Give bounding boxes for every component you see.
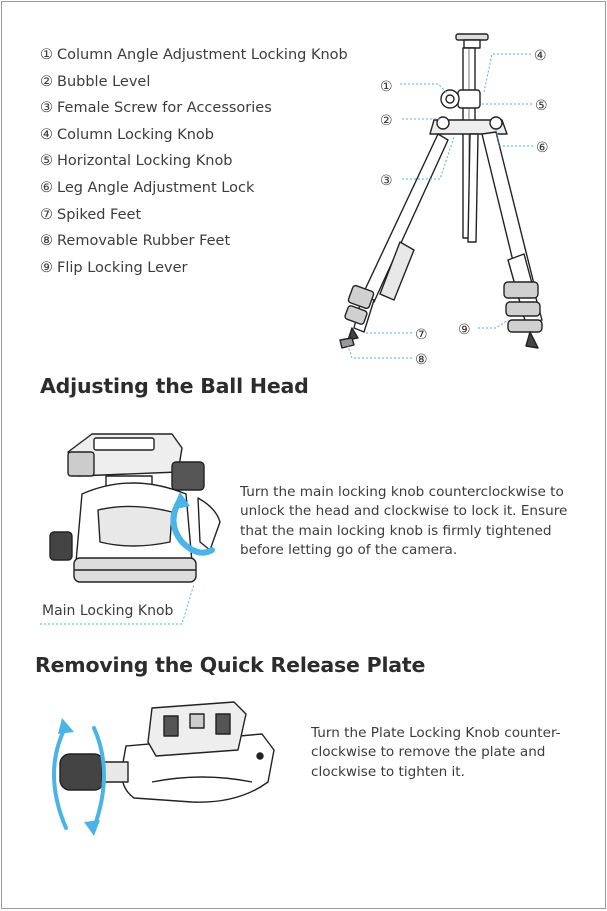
part-label: Leg Angle Adjustment Lock [57,179,255,196]
part-number: ⑥ [40,179,53,196]
part-number: ⑤ [40,153,53,170]
part-label: Flip Locking Lever [57,259,188,276]
part-number: ① [40,47,53,63]
tripod-diagram: ① ② ③ ④ ⑤ ⑥ ⑦ ⑧ ⑨ [339,33,549,368]
callout-1: ① [380,79,393,95]
callout-7: ⑦ [415,327,428,343]
ball-head-illustration [40,433,221,625]
quick-release-instructions: Turn the Plate Locking Knob counter-cloc… [311,725,561,780]
part-number: ⑧ [40,233,53,250]
part-label: Female Screw for Accessories [57,100,272,117]
ball-head-instructions: Turn the main locking knob counterclockw… [240,484,568,559]
ball-head-heading: Adjusting the Ball Head [40,374,309,398]
callout-6: ⑥ [536,140,549,156]
part-number: ⑨ [40,259,53,276]
part-number: ② [40,73,53,90]
callout-4: ④ [534,48,547,64]
quick-release-heading: Removing the Quick Release Plate [35,653,426,677]
part-label: Spiked Feet [57,206,142,223]
part-label: Column Angle Adjustment Locking Knob [57,47,348,63]
callout-8: ⑧ [415,352,428,368]
part-label: Bubble Level [57,73,151,90]
part-label: Column Locking Knob [57,126,215,143]
callout-5: ⑤ [535,98,548,114]
part-label: Horizontal Locking Knob [57,153,233,170]
part-number: ④ [40,126,53,143]
main-locking-knob-caption: Main Locking Knob [42,603,174,619]
quick-release-illustration [52,701,275,836]
part-label: Removable Rubber Feet [57,233,231,250]
callout-2: ② [380,113,393,129]
callout-9: ⑨ [458,322,471,338]
part-number: ⑦ [40,206,53,223]
part-number: ③ [40,100,53,117]
callout-3: ③ [380,173,393,189]
